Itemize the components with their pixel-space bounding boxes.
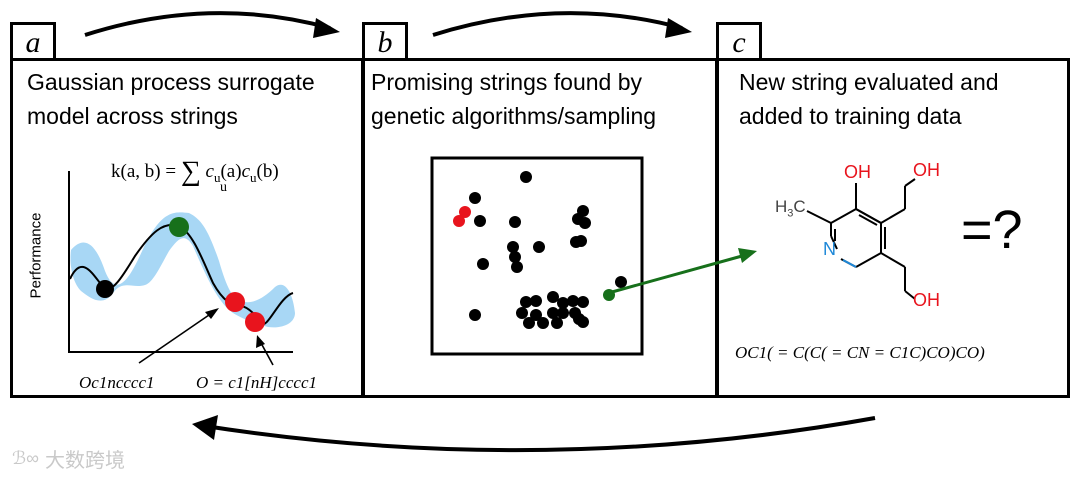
search-space-box [430,156,644,356]
candidate-dot [511,261,523,273]
candidate-dot [537,317,549,329]
candidate-dot [520,296,532,308]
green-arrowhead [738,248,757,263]
panel-c-title-line-2: added to training data [739,103,962,129]
candidate-dot [557,307,569,319]
kernel-c1-arg: (a) [220,161,242,182]
watermark-logo-icon: ℬ∞ [12,448,39,468]
green-arrow-line [611,254,743,294]
point-black [96,280,114,298]
pointer-left-head [205,308,219,319]
candidate-dot [547,291,559,303]
smiles-label-right: O = c1[nH]cccc1 [196,373,317,392]
kernel-c2-arg: (b) [256,161,279,182]
dot-red-1 [459,206,471,218]
molecule [806,178,916,300]
kernel-c1-sub: u [213,169,221,185]
candidate-dots [469,171,627,329]
question-mark: =? [961,200,1023,260]
gp-plot [68,171,296,366]
kernel-lhs: k(a, b) = [111,161,177,182]
candidate-dot [520,171,532,183]
candidate-dot [523,317,535,329]
atom-n: N [823,239,836,259]
candidate-dot [533,241,545,253]
candidate-dot [469,192,481,204]
watermark: ℬ∞ 大数跨境 [12,444,125,473]
panel-c-title-line-1: New string evaluated and [739,69,999,95]
candidate-dot [577,296,589,308]
candidate-dot [551,317,563,329]
kernel-formula: k(a, b) = ∑ cu(a)cu(b) [111,153,279,187]
candidate-dot [547,307,559,319]
atom-methyl-c: C [793,197,806,216]
candidate-dot [509,251,521,263]
panel-a: Gaussian process surrogate model across … [10,58,364,398]
panel-b-title-line-1: Promising strings found by [371,69,643,95]
arrowhead-a-to-b [313,18,340,38]
candidate-dot [570,236,582,248]
point-red-2 [245,312,265,332]
arrow-c-back-to-a [204,416,876,453]
candidate-dot [615,276,627,288]
candidate-dot [516,307,528,319]
candidate-dot [557,297,569,309]
atom-methyl-h: H [775,197,788,216]
atom-methyl: H3C [775,197,806,219]
panel-a-title: Gaussian process surrogate model across … [27,65,355,133]
point-green [169,217,189,237]
candidate-dot [577,316,589,328]
candidate-dot [530,295,542,307]
arrow-b-to-c [432,11,683,37]
arrowhead-c-back-to-a [192,415,218,440]
arrowhead-b-to-c [665,18,692,38]
atom-oh-top: OH [844,162,871,182]
candidate-dot [530,309,542,321]
candidate-dot [469,309,481,321]
kernel-c2-sub: u [250,169,257,185]
candidate-dot [474,215,486,227]
panel-c-title: New string evaluated and added to traini… [739,65,1061,133]
point-red-1 [225,292,245,312]
kernel-sum: ∑ [180,156,201,187]
atom-oh-bottom: OH [913,290,940,310]
arrow-a-to-b [84,11,331,37]
kernel-index: u [220,180,227,195]
watermark-text: 大数跨境 [44,450,125,472]
pointer-left-line [138,314,210,364]
panel-b-title-line-2: genetic algorithms/sampling [371,103,657,129]
atom-methyl-sub: 3 [787,207,794,220]
atom-oh-right: OH [913,160,940,180]
panel-tag-a: a [10,22,56,60]
pointer-right-head [256,335,265,348]
panel-c: New string evaluated and added to traini… [716,58,1070,398]
candidate-dot [579,217,591,229]
smiles-string: OC1( = C(C( = CN = C1C)CO)CO) [735,343,985,362]
panel-tag-c: c [716,22,762,60]
candidate-dot [509,216,521,228]
panel-b-title: Promising strings found by genetic algor… [371,65,709,133]
panel-a-title-line-2: model across strings [27,103,238,129]
dot-red-2 [453,215,465,227]
pointer-right-line [260,342,274,366]
panel-tag-b: b [362,22,408,60]
kernel-c2: c [241,161,250,182]
candidate-dot [567,295,579,307]
search-space [430,156,644,356]
kernel-c1: c [205,161,214,182]
panel-b: Promising strings found by genetic algor… [362,58,718,398]
panel-a-title-line-1: Gaussian process surrogate [27,69,315,95]
candidate-dot [477,258,489,270]
smiles-label-left: Oc1ncccc1 [79,373,155,392]
candidate-dot [507,241,519,253]
